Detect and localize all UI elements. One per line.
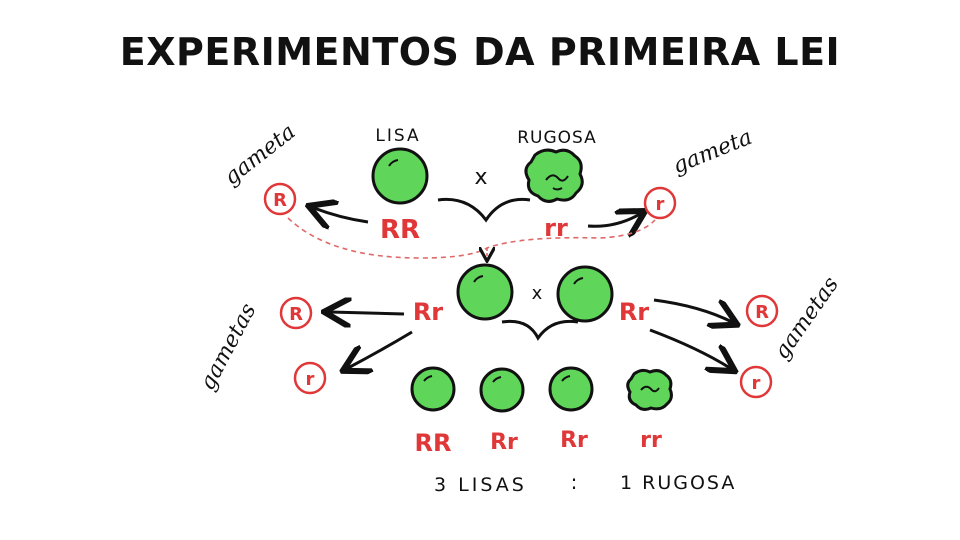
pea-wrinkled-parent (524, 148, 584, 203)
svg-text:R: R (755, 302, 769, 323)
ratio-wrinkled: 1 RUGOSA (620, 472, 736, 494)
genotype-f2-3: Rr (560, 428, 588, 453)
arrow-to-gamete-right (587, 214, 640, 226)
gamete-label-right: gameta (669, 125, 755, 179)
parental-cross-bracket (437, 197, 531, 223)
genotype-f2-1: RR (415, 429, 452, 457)
genotype-f1-right: Rr (619, 298, 649, 326)
svg-text:R: R (289, 304, 303, 325)
pea-f2-3 (548, 366, 594, 412)
f1-cross-bracket (501, 319, 579, 341)
dashed-fertilization-line (287, 217, 656, 259)
pea-f1-right (556, 265, 614, 323)
genotype-wrinkled-parent: rr (544, 214, 568, 242)
svg-text:r: r (752, 373, 761, 394)
gamete-R-parental: R (263, 182, 297, 216)
cross-symbol-f1: x (532, 283, 543, 304)
svg-text:r: r (306, 369, 315, 390)
gamete-r-f1-left: r (293, 361, 327, 395)
pea-f1-left (456, 263, 514, 321)
arrow-f1-left-to-r (348, 330, 413, 368)
phenotype-label-smooth: LISA (375, 126, 420, 146)
arrow-f1-left-to-R (330, 312, 405, 314)
cross-symbol-parental: x (474, 165, 487, 190)
genotype-f2-4: rr (640, 428, 662, 453)
pea-f2-1 (410, 366, 456, 412)
gamete-r-parental: r (643, 186, 677, 220)
phenotype-label-wrinkled: RUGOSA (517, 128, 597, 148)
genotype-f1-left: Rr (413, 298, 443, 326)
svg-text:r: r (656, 194, 665, 215)
gamete-R-f1-right: R (745, 294, 779, 328)
svg-text:R: R (273, 190, 287, 211)
pea-f2-2 (479, 367, 525, 413)
arrow-f1-right-to-R (653, 298, 732, 322)
page-title: EXPERIMENTOS DA PRIMEIRA LEI (119, 30, 841, 74)
gamete-R-f1-left: R (279, 296, 313, 330)
gamete-label-left: gameta (220, 119, 301, 190)
ratio-separator: : (571, 470, 578, 494)
genotype-f2-2: Rr (490, 430, 518, 455)
pea-f2-4-wrinkled (626, 368, 673, 411)
gametes-label-right: gametas (769, 272, 844, 364)
genotype-smooth-parent: RR (380, 215, 420, 245)
gametes-label-left: gametas (195, 299, 261, 394)
arrow-f1-right-to-r (649, 328, 730, 368)
pea-smooth-parent (371, 147, 429, 205)
arrow-to-gamete-left (314, 208, 369, 222)
ratio-smooth: 3 LISAS (434, 474, 527, 496)
gamete-r-f1-right: r (739, 365, 773, 399)
